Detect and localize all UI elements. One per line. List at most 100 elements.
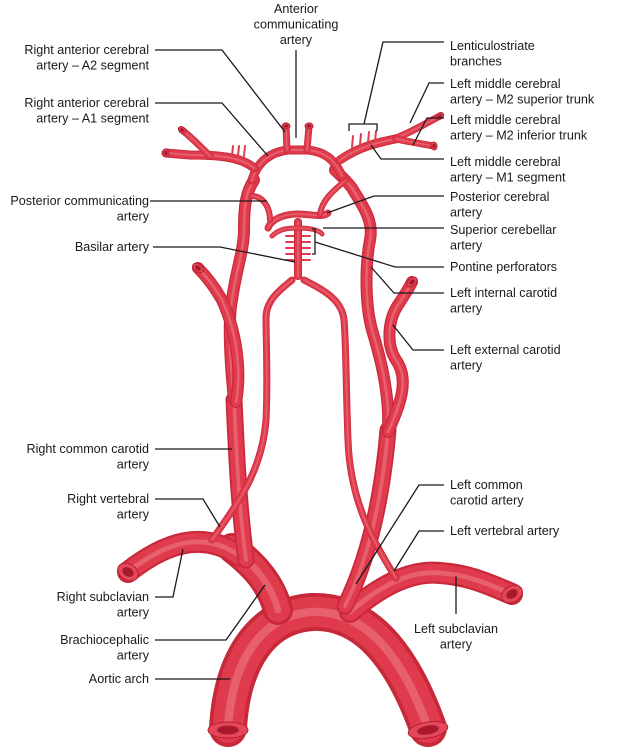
left-vertebral-vessel	[300, 276, 400, 582]
aortic-arch-end-right	[407, 720, 449, 740]
label-line: artery	[117, 508, 150, 522]
leader-lines	[150, 41, 457, 680]
label-line: branches	[450, 55, 502, 69]
left-external-carotid-end	[406, 276, 418, 288]
label-aortic-arch: Aortic arch	[89, 672, 149, 686]
label-line: Anterior	[274, 2, 318, 16]
label-posterior-cerebral: Posterior cerebral artery	[450, 190, 549, 220]
label-right-aca-a1: Right anterior cerebral artery – A1 segme…	[24, 96, 149, 126]
label-line: carotid artery	[450, 494, 524, 508]
label-left-mca-m1: Left middle cerebral artery – M1 segment	[450, 155, 566, 185]
label-left-mca-m2-inferior: Left middle cerebral artery – M2 inferior…	[450, 113, 588, 143]
label-line: Left internal carotid	[450, 286, 557, 300]
label-line: artery	[450, 302, 483, 316]
leader-left-external-carotid	[392, 324, 444, 351]
label-lenticulostriate: Lenticulostriate branches	[450, 39, 535, 69]
right-external-carotid-end	[192, 262, 204, 274]
labels: Anterior communicating artery Right anteri…	[10, 2, 594, 686]
right-aca-a2-end	[281, 122, 291, 130]
label-line: Left middle cerebral	[450, 113, 561, 127]
posterior-communicating-left	[317, 177, 349, 217]
leader-basilar	[153, 246, 296, 263]
right-common-carotid-vessel	[225, 391, 255, 569]
label-line: artery – M2 superior trunk	[450, 93, 595, 107]
right-subclavian-vessel	[117, 530, 251, 583]
label-line: Left middle cerebral	[450, 155, 561, 169]
leader-right-vertebral	[155, 498, 221, 528]
label-line: Brachiocephalic	[60, 633, 149, 647]
left-subclavian-end	[501, 584, 523, 604]
leader-left-mca-m2-superior	[409, 82, 444, 124]
label-line: Left middle cerebral	[450, 77, 561, 91]
label-line: Left vertebral artery	[450, 524, 560, 538]
right-internal-carotid-vessel	[223, 174, 260, 406]
label-line: artery	[117, 649, 150, 663]
right-mca-end	[162, 148, 170, 158]
label-line: Posterior cerebral	[450, 190, 549, 204]
label-line: artery	[440, 638, 473, 652]
label-line: Left subclavian	[414, 622, 498, 636]
right-mca-vessel	[161, 148, 259, 173]
right-lenticulostriate-branches	[231, 145, 246, 157]
label-line: Superior cerebellar	[450, 223, 556, 237]
label-left-external-carotid: Left external carotid artery	[450, 343, 561, 373]
label-line: artery – M1 segment	[450, 171, 566, 185]
label-line: Basilar artery	[75, 240, 150, 254]
label-line: artery	[117, 606, 150, 620]
leader-pontine-bracket	[312, 228, 316, 255]
leader-right-subclavian	[155, 548, 184, 598]
leader-left-common-carotid	[355, 484, 444, 585]
leader-pontine-perforators	[314, 241, 444, 268]
label-line: artery	[450, 206, 483, 220]
left-aca-a2-end	[304, 122, 314, 130]
label-right-subclavian: Right subclavian artery	[57, 590, 150, 620]
leader-brachiocephalic	[155, 584, 266, 641]
aortic-arch-vessel	[209, 592, 447, 747]
right-vertebral-vessel	[208, 276, 296, 544]
label-line: Left external carotid	[450, 343, 561, 357]
label-line: Right anterior cerebral	[24, 96, 149, 110]
right-aca-a2-vessel	[282, 122, 291, 154]
label-line: artery	[117, 210, 150, 224]
label-line: Right vertebral	[67, 492, 149, 506]
label-line: artery – M2 inferior trunk	[450, 129, 588, 143]
label-left-subclavian: Left subclavian artery	[414, 622, 498, 652]
anterior-cerebral-a1-vessels	[247, 145, 347, 185]
label-left-internal-carotid: Left internal carotid artery	[450, 286, 557, 316]
label-line: artery	[450, 239, 483, 253]
label-left-vertebral: Left vertebral artery	[450, 524, 560, 538]
leader-right-aca-a2	[155, 49, 286, 133]
posterior-communicating-right	[249, 193, 273, 223]
leader-left-mca-m2-inferior	[412, 117, 444, 146]
label-line: Right common carotid	[27, 442, 150, 456]
label-right-vertebral: Right vertebral artery	[67, 492, 150, 522]
right-external-carotid-vessel	[192, 262, 245, 408]
left-mca-m1-vessel	[335, 133, 405, 165]
left-common-carotid-vessel	[336, 421, 397, 615]
leader-lenticulostriate-bracket	[348, 123, 378, 131]
label-line: Right anterior cerebral	[24, 43, 149, 57]
label-pontine-perforators: Pontine perforators	[450, 260, 557, 274]
superior-cerebellar-vessels	[269, 225, 325, 239]
right-subclavian-end	[117, 562, 139, 582]
left-aca-a2-vessel	[303, 122, 313, 154]
aortic-arch-end-left	[207, 721, 249, 739]
left-lenticulostriate-branches	[351, 130, 377, 148]
label-superior-cerebellar: Superior cerebellar artery	[450, 223, 556, 253]
label-line: communicating	[254, 18, 339, 32]
label-line: Lenticulostriate	[450, 39, 535, 53]
label-brachiocephalic: Brachiocephalic artery	[60, 633, 150, 663]
artery-illustration	[117, 112, 523, 747]
leader-left-internal-carotid	[370, 266, 444, 294]
label-line: Right subclavian	[57, 590, 149, 604]
leader-left-vertebral	[393, 530, 444, 572]
label-line: artery – A1 segment	[36, 112, 149, 126]
label-line: artery	[450, 359, 483, 373]
label-line: Pontine perforators	[450, 260, 557, 274]
label-basilar: Basilar artery	[75, 240, 150, 254]
